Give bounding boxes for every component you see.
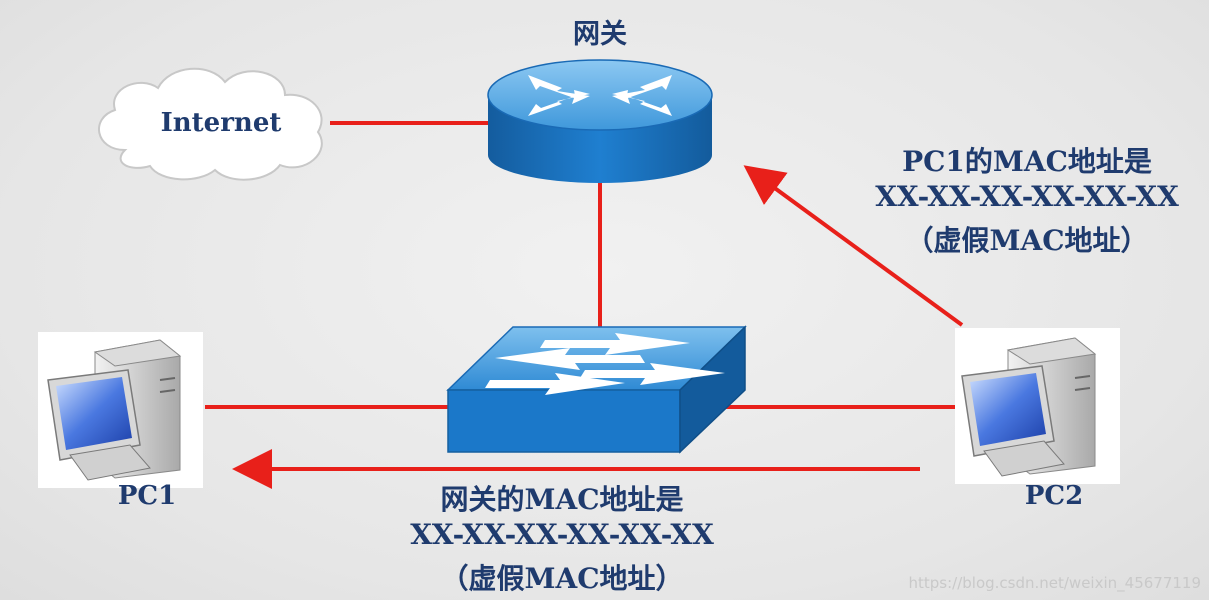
- router-icon: [487, 59, 713, 183]
- gateway-message-line1: PC1的MAC地址是: [902, 145, 1152, 178]
- pc1-message-line3: （虚假MAC地址）: [440, 562, 684, 595]
- pc1-message-line1: 网关的MAC地址是: [440, 483, 684, 516]
- cloud-icon: [98, 67, 323, 181]
- pc1-message-line2: XX-XX-XX-XX-XX-XX: [410, 518, 714, 551]
- gateway-label: 网关: [573, 19, 627, 50]
- pc2-label: PC2: [1024, 481, 1084, 511]
- watermark: https://blog.csdn.net/weixin_45677119: [908, 574, 1201, 592]
- internet-label: Internet: [160, 108, 282, 138]
- gateway-message-line3: （虚假MAC地址）: [905, 224, 1149, 257]
- arrow-pc2-to-gateway: [743, 165, 964, 327]
- switch-icon: [446, 325, 747, 454]
- pc1-label: PC1: [117, 481, 177, 511]
- pc2-computer-icon: [955, 328, 1120, 484]
- pc1-computer-icon: [38, 332, 203, 488]
- gateway-message-line2: XX-XX-XX-XX-XX-XX: [875, 180, 1179, 213]
